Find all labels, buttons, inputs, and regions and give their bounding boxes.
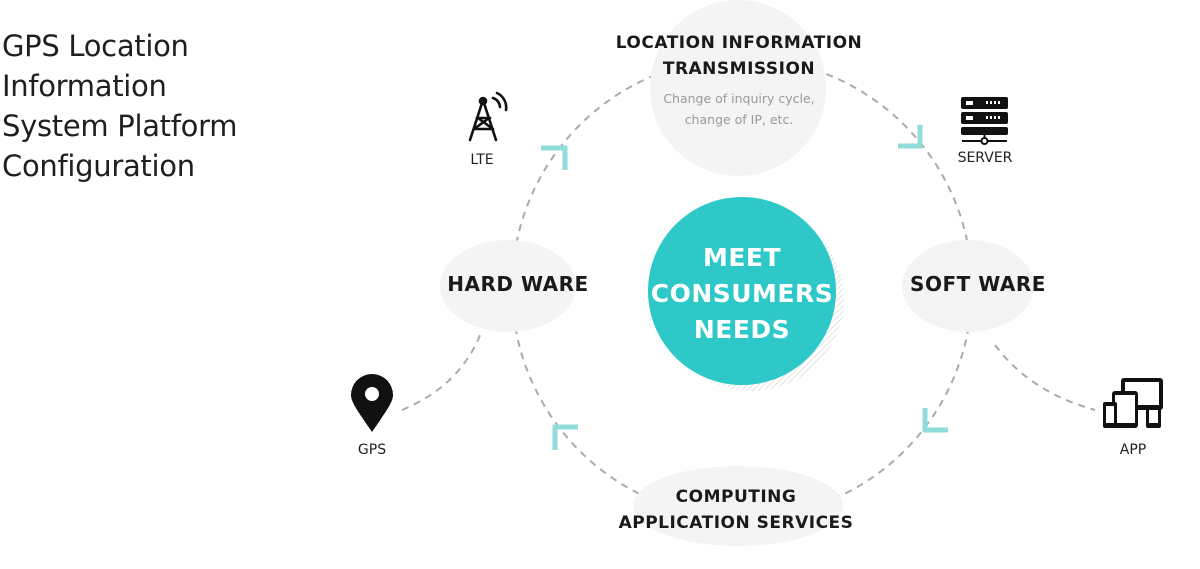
arrow-top-left	[541, 145, 568, 170]
map-pin-icon	[351, 374, 393, 432]
arrow-bottom-right	[922, 408, 948, 433]
bottom-node-label: COMPUTING APPLICATION SERVICES	[590, 484, 882, 536]
title-line-4: Configuration	[2, 149, 195, 183]
server-icon	[961, 97, 1008, 145]
devices-icon	[1103, 378, 1163, 428]
left-node-label: HARD WARE	[447, 272, 589, 296]
arrow-top-right	[898, 125, 923, 149]
app-connector	[994, 344, 1096, 411]
top-node-label: LOCATION INFORMATION TRANSMISSION	[600, 30, 878, 82]
center-line-2: CONSUMERS	[650, 279, 834, 308]
top-node-line-1: LOCATION INFORMATION	[615, 33, 863, 53]
diagram-title: GPS Location Information System Platform…	[2, 26, 262, 186]
center-line-1: MEET	[702, 243, 782, 272]
top-node-bg	[650, 0, 826, 176]
cell-tower-icon	[468, 91, 508, 142]
title-line-3: System Platform	[2, 109, 238, 143]
gps-label: GPS	[357, 442, 387, 458]
left-node-bg	[440, 240, 576, 332]
right-node-label: SOFT WARE	[910, 272, 1046, 296]
bottom-node-bg	[633, 466, 843, 546]
gps-connector	[401, 329, 483, 411]
bottom-node-line-1: COMPUTING	[675, 487, 797, 507]
lte-label: LTE	[470, 152, 494, 168]
top-node-description: Change of inquiry cycle, change of IP, e…	[630, 88, 848, 130]
center-label: MEET CONSUMERS NEEDS	[642, 240, 842, 348]
app-label: APP	[1119, 442, 1147, 458]
top-node-desc-line-1: Change of inquiry cycle,	[663, 91, 815, 106]
server-label: SERVER	[957, 150, 1013, 166]
arrow-bottom-left	[552, 424, 578, 450]
title-line-2: Information	[2, 69, 167, 103]
bottom-node-line-2: APPLICATION SERVICES	[618, 513, 854, 533]
top-node-desc-line-2: change of IP, etc.	[684, 112, 794, 127]
center-circle	[648, 197, 836, 385]
top-node-line-2: TRANSMISSION	[662, 59, 816, 79]
title-line-1: GPS Location	[2, 29, 189, 63]
center-line-3: NEEDS	[693, 315, 791, 344]
right-node-bg	[902, 240, 1034, 332]
